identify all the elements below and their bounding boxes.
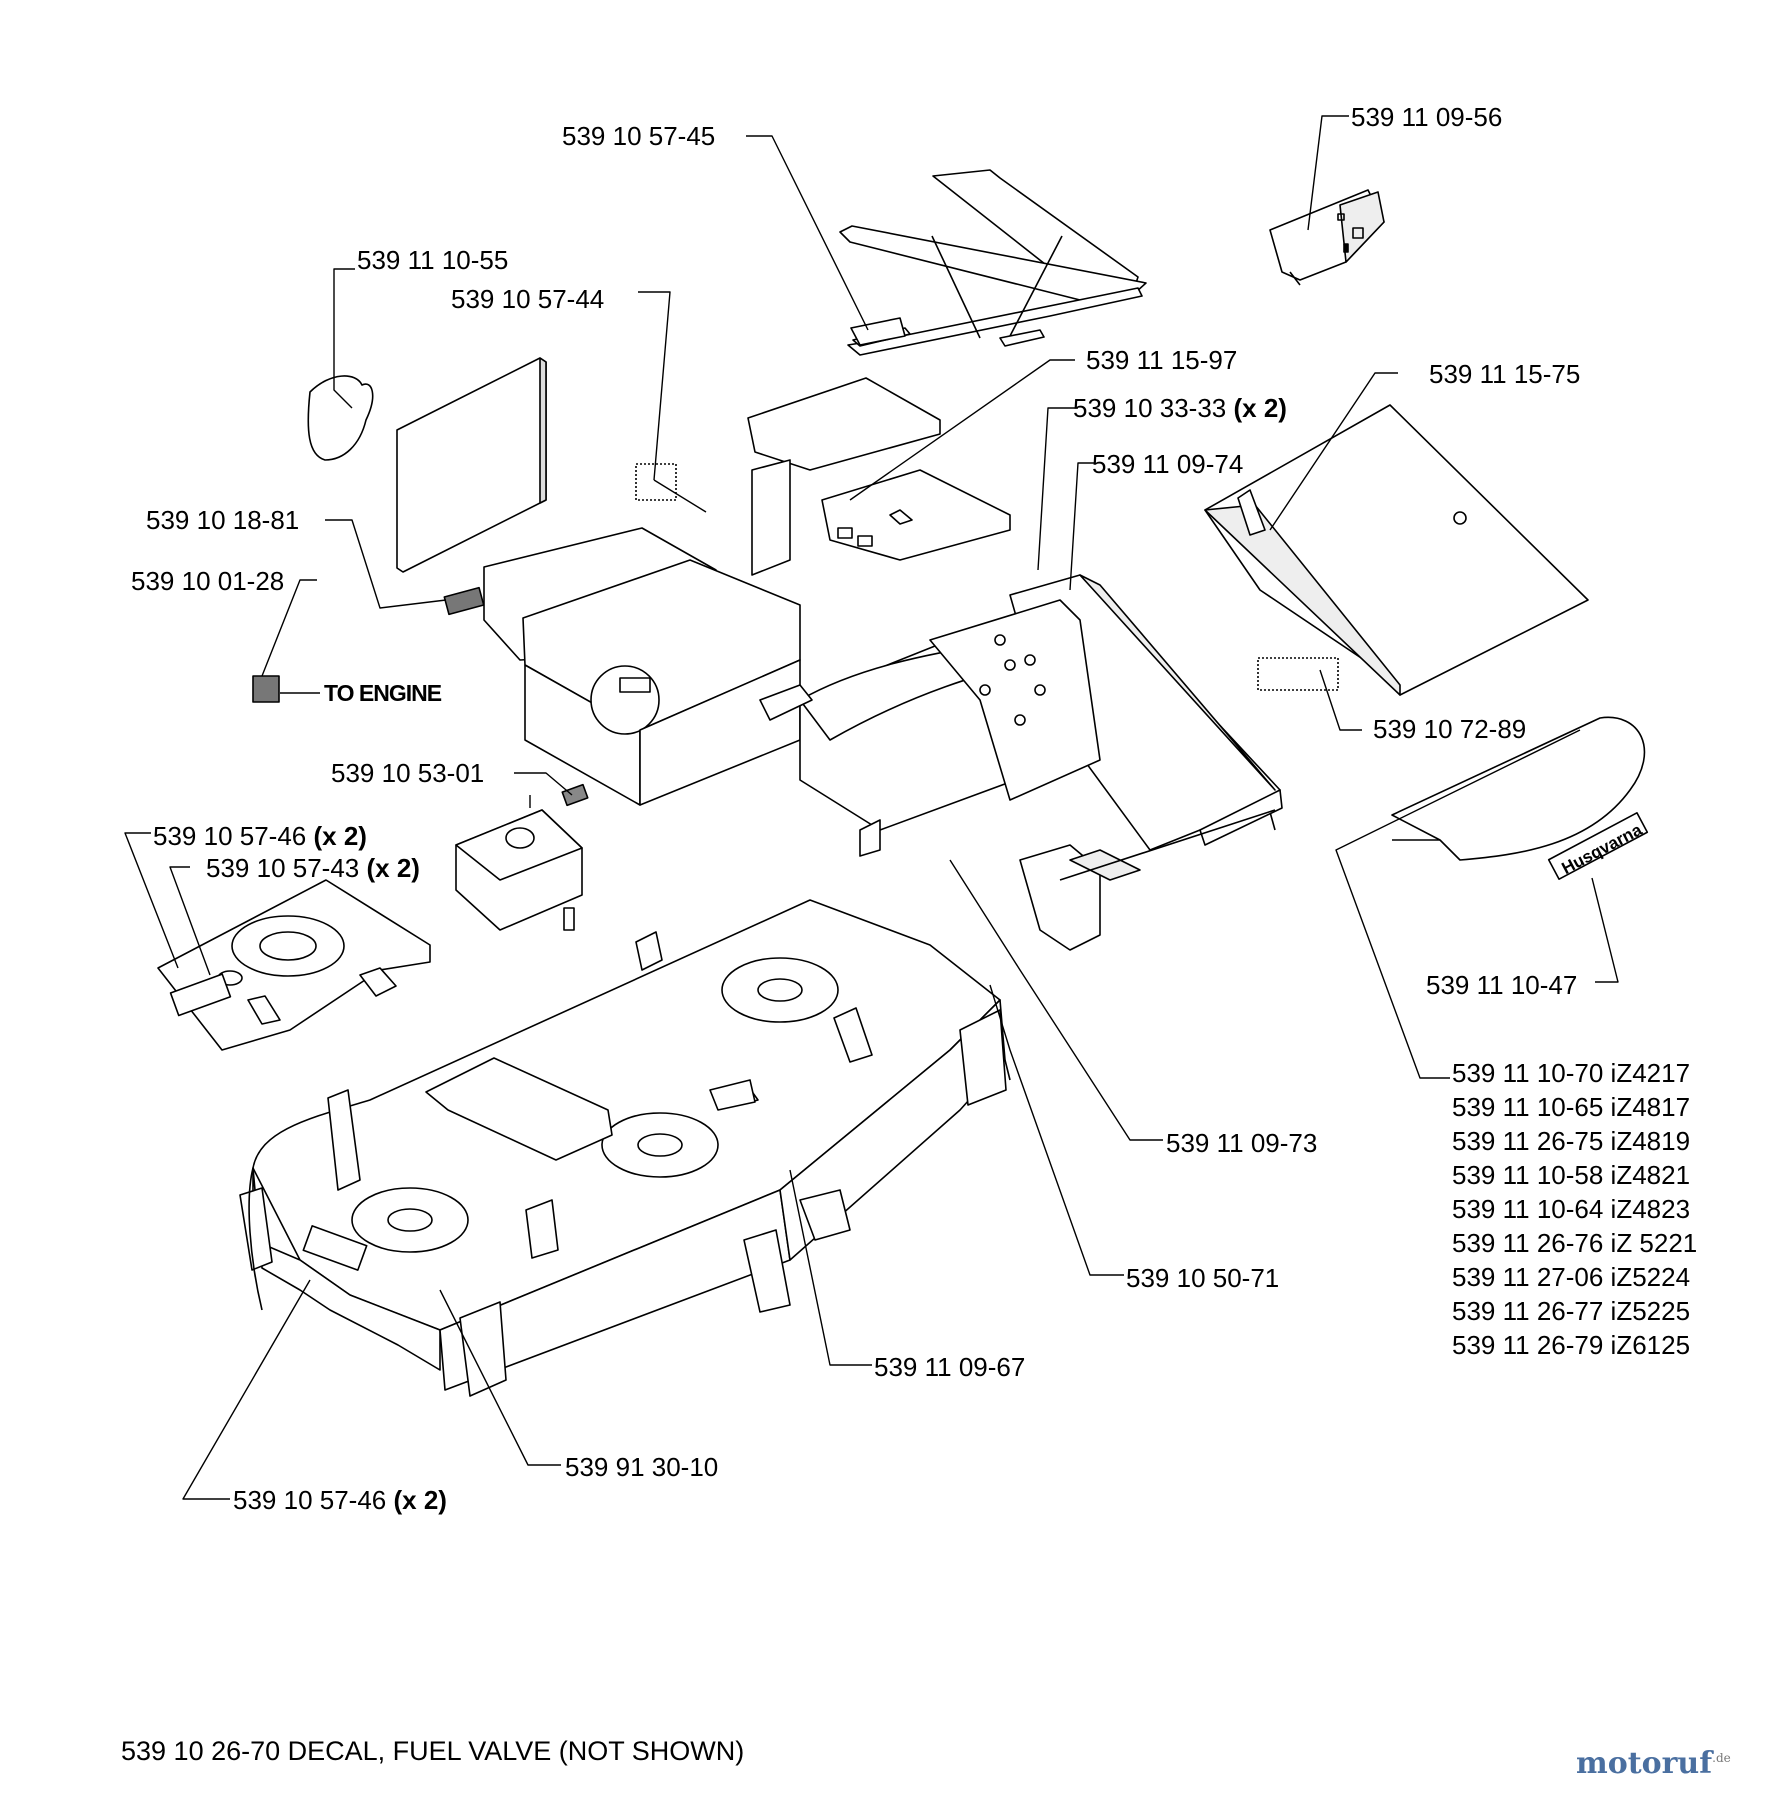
label-539-11-09-74: 539 11 09-74 [1092, 449, 1244, 479]
quantity: (x 2) [366, 853, 420, 883]
label-539-10-72-89: 539 10 72-89 [1373, 714, 1527, 744]
label-539-11-09-67: 539 11 09-67 [874, 1352, 1026, 1382]
dash-panel-part [1270, 190, 1384, 285]
label-539-10-50-71: 539 10 50-71 [1126, 1263, 1280, 1293]
label-539-10-57-43: 539 10 57-43 (x 2) [206, 853, 420, 883]
label-539-10-18-81: 539 10 18-81 [146, 505, 300, 535]
label-539-11-15-97: 539 11 15-97 [1086, 345, 1238, 375]
small-decals [253, 464, 676, 702]
right-shroud-part [1205, 405, 1588, 695]
variant-row: 539 11 10-70 iZ4217 [1452, 1058, 1691, 1088]
watermark-logo: motoruf.de [1576, 1746, 1731, 1781]
label-539-10-57-46-top: 539 10 57-46 (x 2) [153, 821, 367, 851]
label-539-11-09-56: 539 11 09-56 [1351, 102, 1503, 132]
label-539-91-30-10: 539 91 30-10 [565, 1452, 719, 1482]
leader-lines [125, 116, 1618, 1499]
label-539-10-57-44: 539 10 57-44 [451, 284, 605, 314]
variant-row: 539 11 26-79 iZ6125 [1452, 1330, 1691, 1360]
label-539-10-53-01: 539 10 53-01 [331, 758, 485, 788]
quantity: (x 2) [1233, 393, 1287, 423]
watermark-suffix: .de [1712, 1751, 1731, 1765]
label-539-10-57-45: 539 10 57-45 [562, 121, 716, 151]
variant-row: 539 11 10-64 iZ4823 [1452, 1194, 1691, 1224]
label-539-10-01-28: 539 10 01-28 [131, 566, 285, 596]
variant-row: 539 11 10-65 iZ4817 [1452, 1092, 1691, 1122]
label-to-engine: TO ENGINE [324, 680, 442, 706]
label-539-11-10-55: 539 11 10-55 [357, 245, 509, 275]
quantity: (x 2) [393, 1485, 447, 1515]
part-number: 539 10 33-33 [1073, 393, 1227, 423]
chassis-frame-part [484, 378, 1282, 950]
part-number: 539 10 57-43 [206, 853, 360, 883]
left-side-panel-part [308, 358, 546, 572]
variant-row: 539 11 26-75 iZ4819 [1452, 1126, 1691, 1156]
fuel-tank-part [456, 785, 588, 930]
watermark-text: motoruf [1576, 1746, 1713, 1781]
deck-cover-plate-part [158, 880, 430, 1050]
label-539-10-57-46-bottom: 539 10 57-46 (x 2) [233, 1485, 447, 1515]
side-decal-plate-part [1392, 717, 1644, 860]
part-number: 539 10 57-46 [233, 1485, 387, 1515]
label-539-11-09-73: 539 11 09-73 [1166, 1128, 1318, 1158]
footnote: 539 10 26-70 DECAL, FUEL VALVE (NOT SHOW… [121, 1736, 745, 1766]
label-539-10-33-33: 539 10 33-33 (x 2) [1073, 393, 1287, 423]
cross-bracket-part [840, 170, 1146, 355]
part-number: 539 10 57-46 [153, 821, 307, 851]
variant-row: 539 11 10-58 iZ4821 [1452, 1160, 1691, 1190]
variant-row: 539 11 27-06 iZ5224 [1452, 1262, 1691, 1292]
variant-row: 539 11 26-77 iZ5225 [1452, 1296, 1691, 1326]
model-variant-list: 539 11 10-70 iZ4217 539 11 10-65 iZ4817 … [1452, 1056, 1697, 1362]
label-539-11-15-75: 539 11 15-75 [1429, 359, 1581, 389]
quantity: (x 2) [313, 821, 367, 851]
label-539-11-10-47: 539 11 10-47 [1426, 970, 1578, 1000]
mower-deck-part [240, 900, 1010, 1396]
variant-row: 539 11 26-76 iZ 5221 [1452, 1228, 1698, 1258]
